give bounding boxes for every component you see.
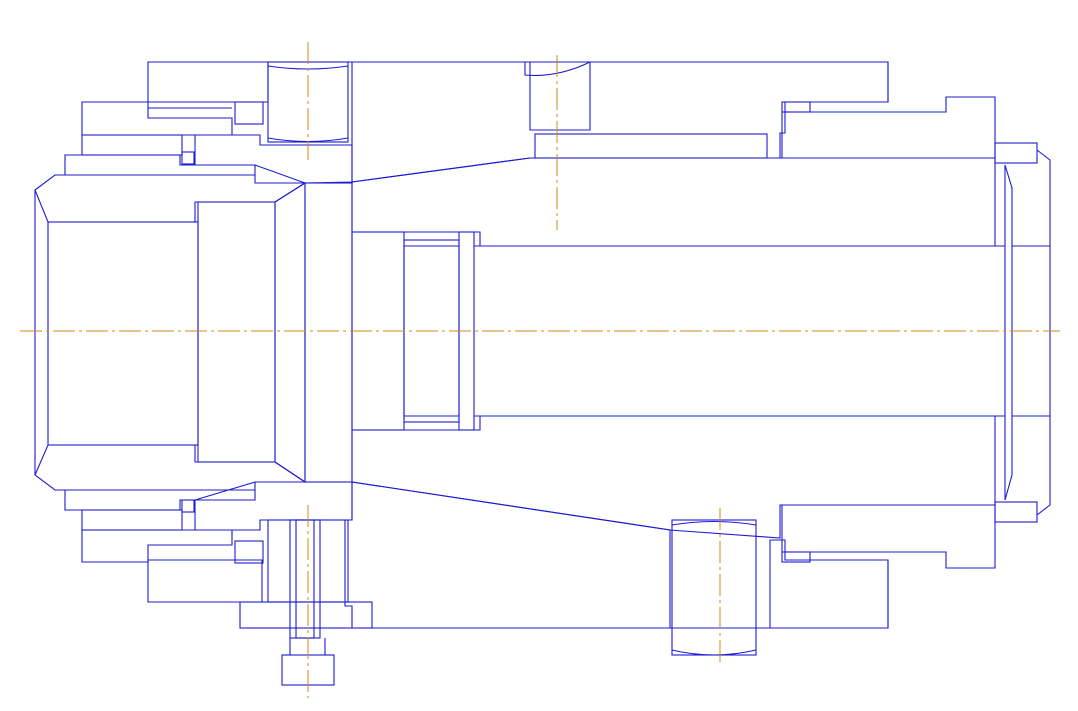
collet-nut-lower [34,444,307,491]
front-nut-upper [64,61,353,184]
spindle-body-upper [351,61,996,247]
key-slot [534,133,768,159]
collet-nut-upper [34,174,307,223]
lower-screw-assembly [239,519,373,686]
spindle-body-lower [344,415,996,629]
rear-sleeve-lower [781,504,996,569]
lower-radial-pin [671,519,757,656]
collet-bore [34,182,353,484]
rear-sleeve-upper [781,96,996,159]
center-lines [20,42,1060,698]
front-nut-lower [64,481,353,603]
rear-end-cap [994,142,1051,523]
